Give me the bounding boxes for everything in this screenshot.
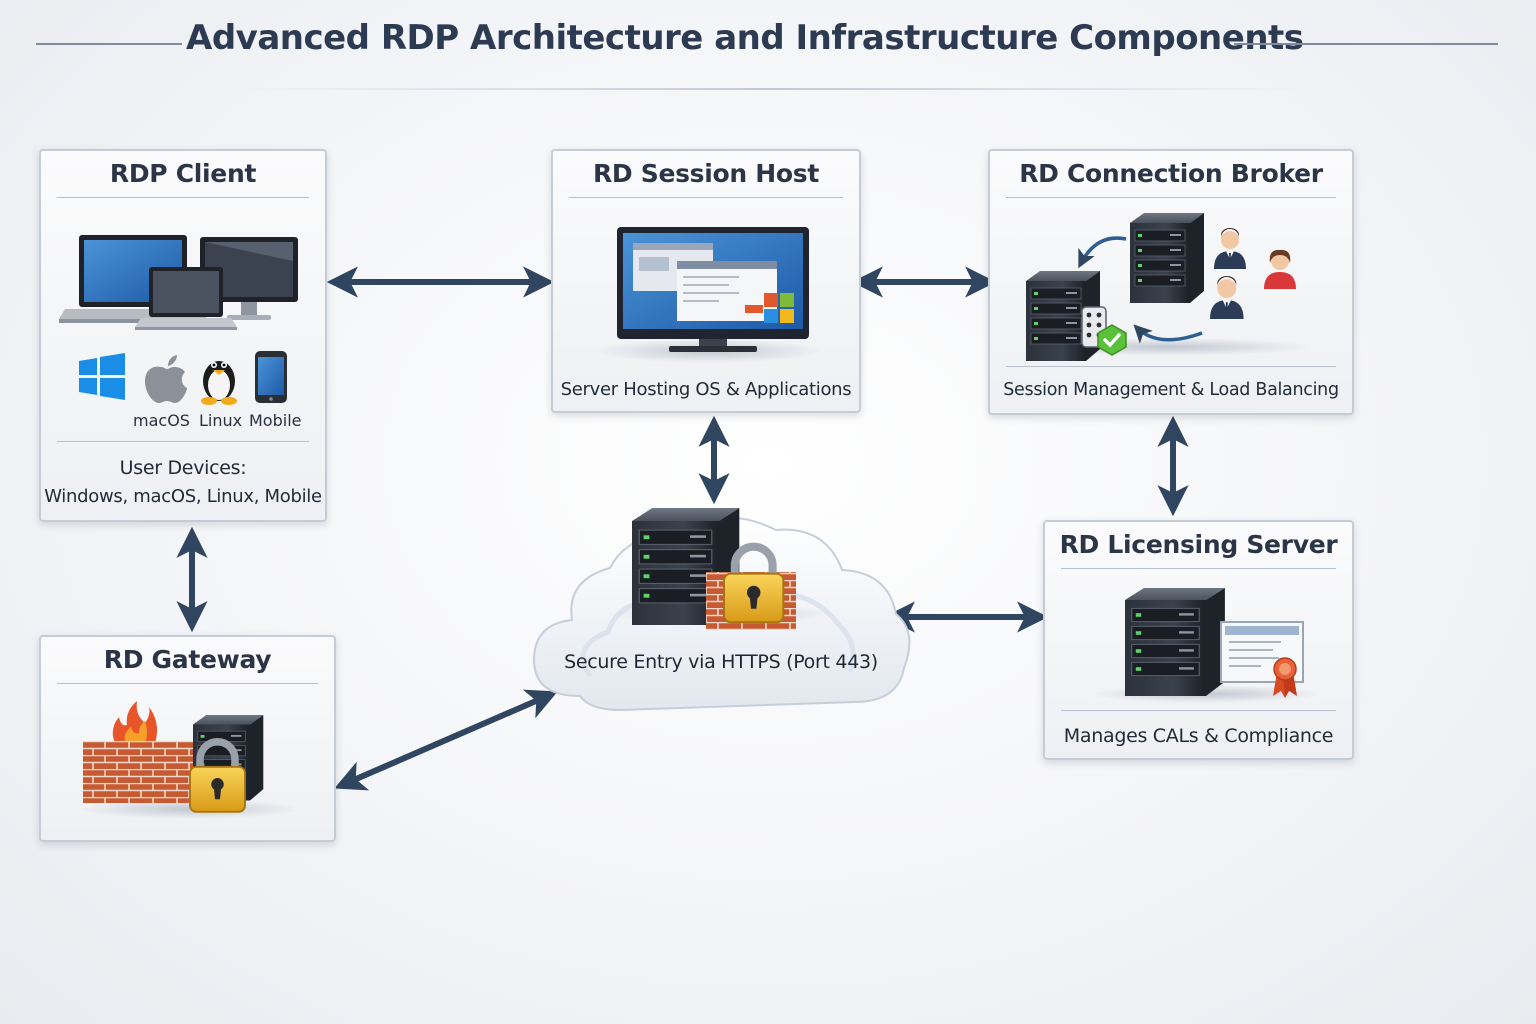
award-ribbon-icon [1273,657,1297,698]
gateway-title: RD Gateway [103,645,272,674]
divider [569,197,843,198]
os-label-linux: Linux [199,411,243,430]
user-avatar-icon [1264,249,1296,289]
divider [1061,568,1336,569]
server-tower-icon [1129,212,1205,304]
checkmark-shield-icon [1097,324,1127,356]
divider [1006,366,1336,367]
monitor-with-apps-icon [594,227,824,363]
os-icons-row [79,351,287,405]
laptop-icon [135,267,237,330]
connection-broker-title: RD Connection Broker [1019,159,1323,188]
os-label-mobile: Mobile [249,411,302,430]
flame-icon [112,701,157,743]
connection-broker-caption: Session Management & Load Balancing [1003,380,1339,400]
title-underline [230,88,1310,90]
rdp-client-caption-line1: User Devices: [119,457,247,479]
connection-broker-panel: RD Connection Broker Session Management … [988,149,1354,415]
licensing-server-title: RD Licensing Server [1059,530,1338,559]
devices-illustration [59,235,298,330]
apple-logo-icon [145,355,187,403]
licensing-server-caption: Manages CALs & Compliance [1063,725,1334,747]
page-title: Advanced RDP Architecture and Infrastruc… [186,18,1304,58]
title-rule-right [1234,43,1498,45]
linux-penguin-icon [201,361,237,405]
smartphone-icon [255,351,287,403]
title-rule-left [36,43,182,45]
rdp-client-caption-line2: Windows, macOS, Linux, Mobile [44,486,322,507]
certificate-icon [1220,621,1304,683]
session-host-panel: RD Session Host Server Hosting OS & Appl… [551,149,861,413]
rdp-client-title: RDP Client [109,159,257,188]
rdp-client-panel: RDP Client [39,149,327,522]
windows-logo-icon [79,353,125,400]
divider [57,197,309,198]
session-host-title: RD Session Host [592,159,820,188]
user-avatar-icon [1210,275,1244,319]
os-label-macos: macOS [133,411,190,430]
divider [1061,710,1336,711]
licensing-illustration [1090,587,1320,703]
user-avatar-icon [1214,228,1246,269]
divider [1006,197,1336,198]
broker-illustration [1023,212,1313,362]
secure-entry-caption: Secure Entry via HTTPS (Port 443) [564,651,878,673]
secure-entry-cloud [532,507,911,712]
divider [57,683,318,684]
divider [57,441,309,442]
server-tower-icon [1124,587,1226,697]
arrow-gateway-cloud [334,689,558,791]
licensing-server-panel: RD Licensing Server Manages CALs & Compl… [1043,520,1354,760]
session-host-caption: Server Hosting OS & Applications [560,379,852,400]
gateway-panel: RD Gateway [39,635,336,842]
gateway-illustration [80,701,300,819]
brick-firewall-icon [83,741,201,803]
